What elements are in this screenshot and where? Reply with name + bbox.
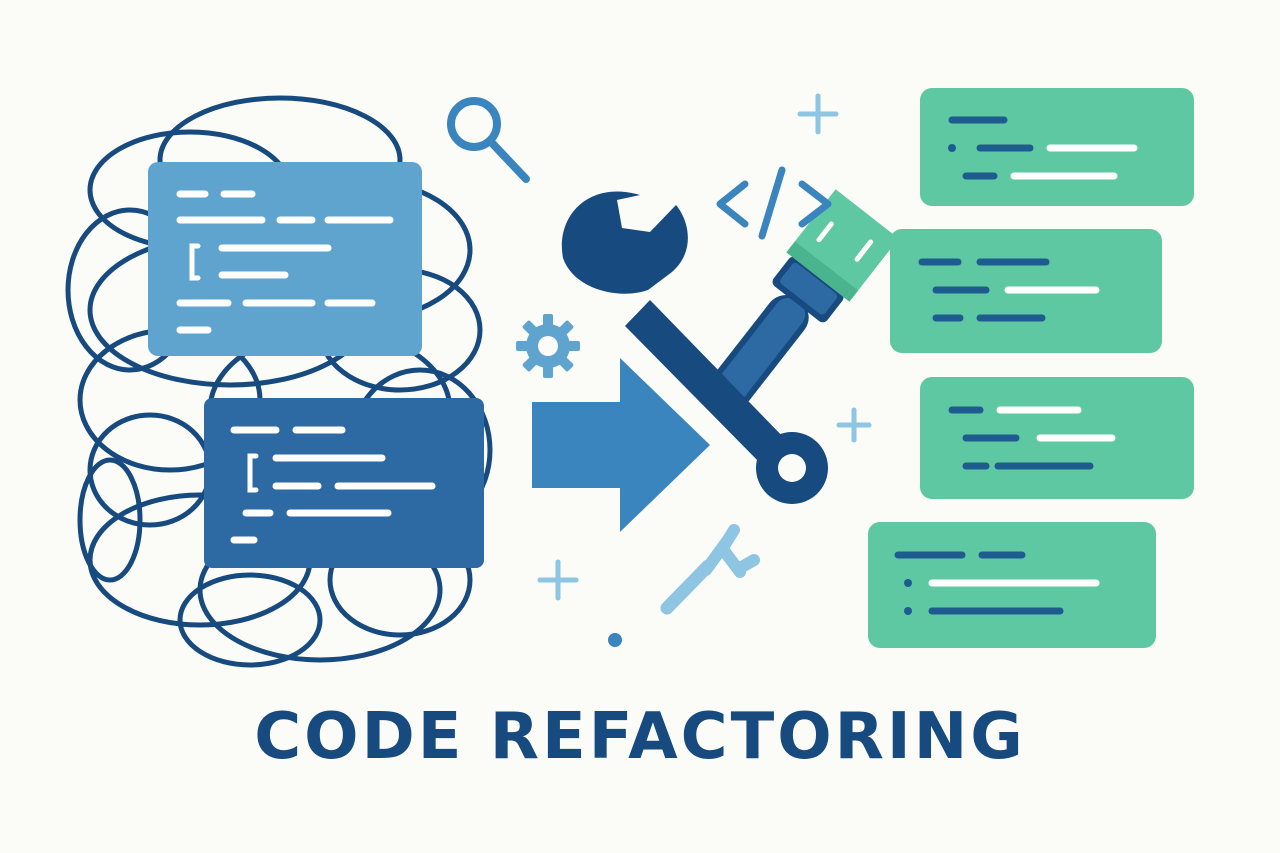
wrench-icon [561, 191, 828, 504]
clean-code-card-4 [868, 522, 1156, 648]
page-title: CODE REFACTORING [254, 700, 1026, 774]
messy-code-card-1 [148, 162, 422, 356]
plus-sparkle-icon [537, 93, 872, 601]
arrow-right-icon [532, 358, 710, 532]
magnifier-icon [447, 97, 530, 183]
code-tag-icon [716, 166, 832, 240]
tuning-fork-icon [660, 524, 760, 615]
gear-icon [516, 314, 580, 378]
clean-code-card-3 [920, 377, 1194, 499]
clean-code-card-1 [920, 88, 1194, 206]
clean-code-card-2 [890, 229, 1162, 353]
dot-decoration [608, 633, 622, 647]
messy-code-card-2 [204, 398, 484, 568]
